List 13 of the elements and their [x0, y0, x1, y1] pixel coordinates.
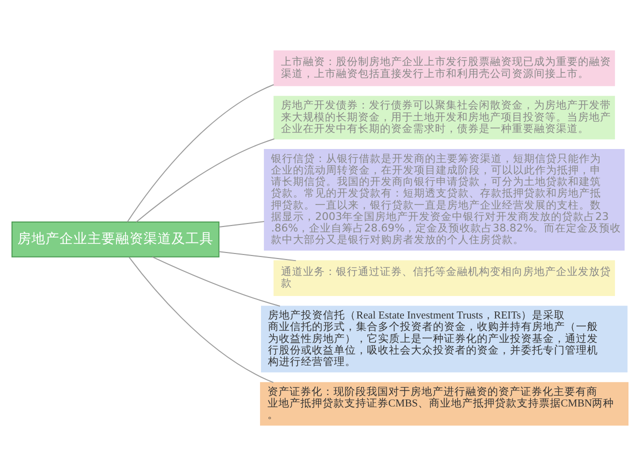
node-box: 通道业务：银行通过证券、信托等金融机构变相向房地产企业发放贷款 — [274, 260, 615, 296]
node-box: 房地产企业主要融资渠道及工具 — [12, 221, 220, 257]
connector — [136, 138, 275, 222]
node-box: 房地产投资信托（Real Estate Investment Trusts，REITs）是采取商业信托的形式，集合多个投资者的资金，收购并持有房地产（一般为收益性房地产），它实质上是一种证券化的产业投资基金，通过发行股份或收益单位，吸收社会大众投资者的资金，并委托专门管理机构进行经营管理。 — [261, 305, 628, 372]
node-box: 上市融资：股份制房地产企业上市发行股票融资现已成为重要的融资渠道，上市融资包括直接发行上市和利用壳公司资源间接上市。 — [274, 50, 615, 86]
connector — [152, 256, 280, 306]
node-box: 银行信贷：从银行借款是开发商的主要筹资渠道，短期信贷只能作为企业的流动周转资金，在开发项目建成阶段，可以以此作为抵押，申请长期信贷。我国的开发商向银行申请贷款，可分为土地贷款和建筑贷款。常见的开发贷款有：短期透支贷款、存款抵押贷款和房地产抵押贷款。一直以来，银行贷款一直是房地产企业经营发展的支柱。数据显示，2003年全国房地产开发资金中银行对开发商发放的贷款占23.86%，企业自筹占28.69%，定金及预收款占38.82%。而在定金及预收款中大部分又是银行对购房者发放的个人住房贷款。 — [264, 148, 625, 250]
connector — [218, 250, 296, 261]
node-box: 房地产开发债券：发行债券可以聚集社会闲散资金，为房地产开发带来大规模的长期资金，用于土地开发和房地产项目投资等。当房地产企业在开发中有长期的资金需求时，债券是一种重要融资渠道。 — [274, 95, 615, 139]
connector — [126, 84, 274, 222]
node-box: 资产证券化：现阶段我国对于房地产进行融资的资产证券化主要有商业地产抵押贷款支持证券CMBS、商业地产抵押贷款支持票据CMBN两种。 — [260, 382, 628, 426]
connector — [128, 256, 274, 382]
connector — [218, 220, 265, 227]
